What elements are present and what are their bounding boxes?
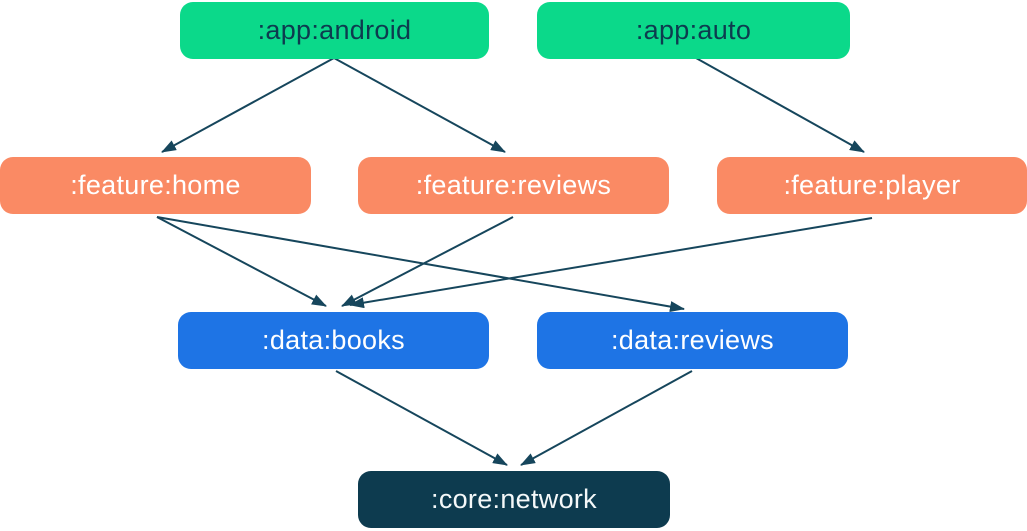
- node-data-books-label: :data:books: [262, 325, 405, 355]
- edge-app-auto-to-feature-player: [695, 57, 865, 153]
- edge-feature-home-to-data-books: [156, 216, 327, 307]
- node-data-books: :data:books: [178, 312, 489, 369]
- node-feature-reviews-label: :feature:reviews: [415, 170, 612, 200]
- node-app-auto-label: :app:auto: [635, 15, 752, 45]
- node-feature-player-label: :feature:player: [783, 170, 961, 200]
- node-app-auto: :app:auto: [537, 2, 850, 59]
- edge-data-books-to-core-network: [335, 370, 508, 466]
- node-data-reviews: :data:reviews: [537, 312, 848, 369]
- node-data-reviews-label: :data:reviews: [611, 325, 774, 355]
- edge-data-reviews-to-core-network: [520, 370, 693, 466]
- edge-feature-home-to-data-reviews: [156, 216, 685, 313]
- node-app-android: :app:android: [180, 2, 489, 59]
- edge-feature-reviews-to-data-books: [341, 216, 514, 307]
- edge-feature-player-to-data-books: [349, 217, 873, 309]
- edge-app-android-to-feature-home: [161, 57, 335, 153]
- node-feature-player: :feature:player: [717, 157, 1027, 214]
- node-feature-home-label: :feature:home: [70, 170, 241, 200]
- node-core-network-label: :core:network: [431, 484, 597, 514]
- node-app-android-label: :app:android: [257, 15, 412, 45]
- edge-app-android-to-feature-reviews: [333, 57, 506, 153]
- node-core-network: :core:network: [358, 471, 670, 528]
- node-feature-home: :feature:home: [0, 157, 311, 214]
- node-feature-reviews: :feature:reviews: [358, 157, 669, 214]
